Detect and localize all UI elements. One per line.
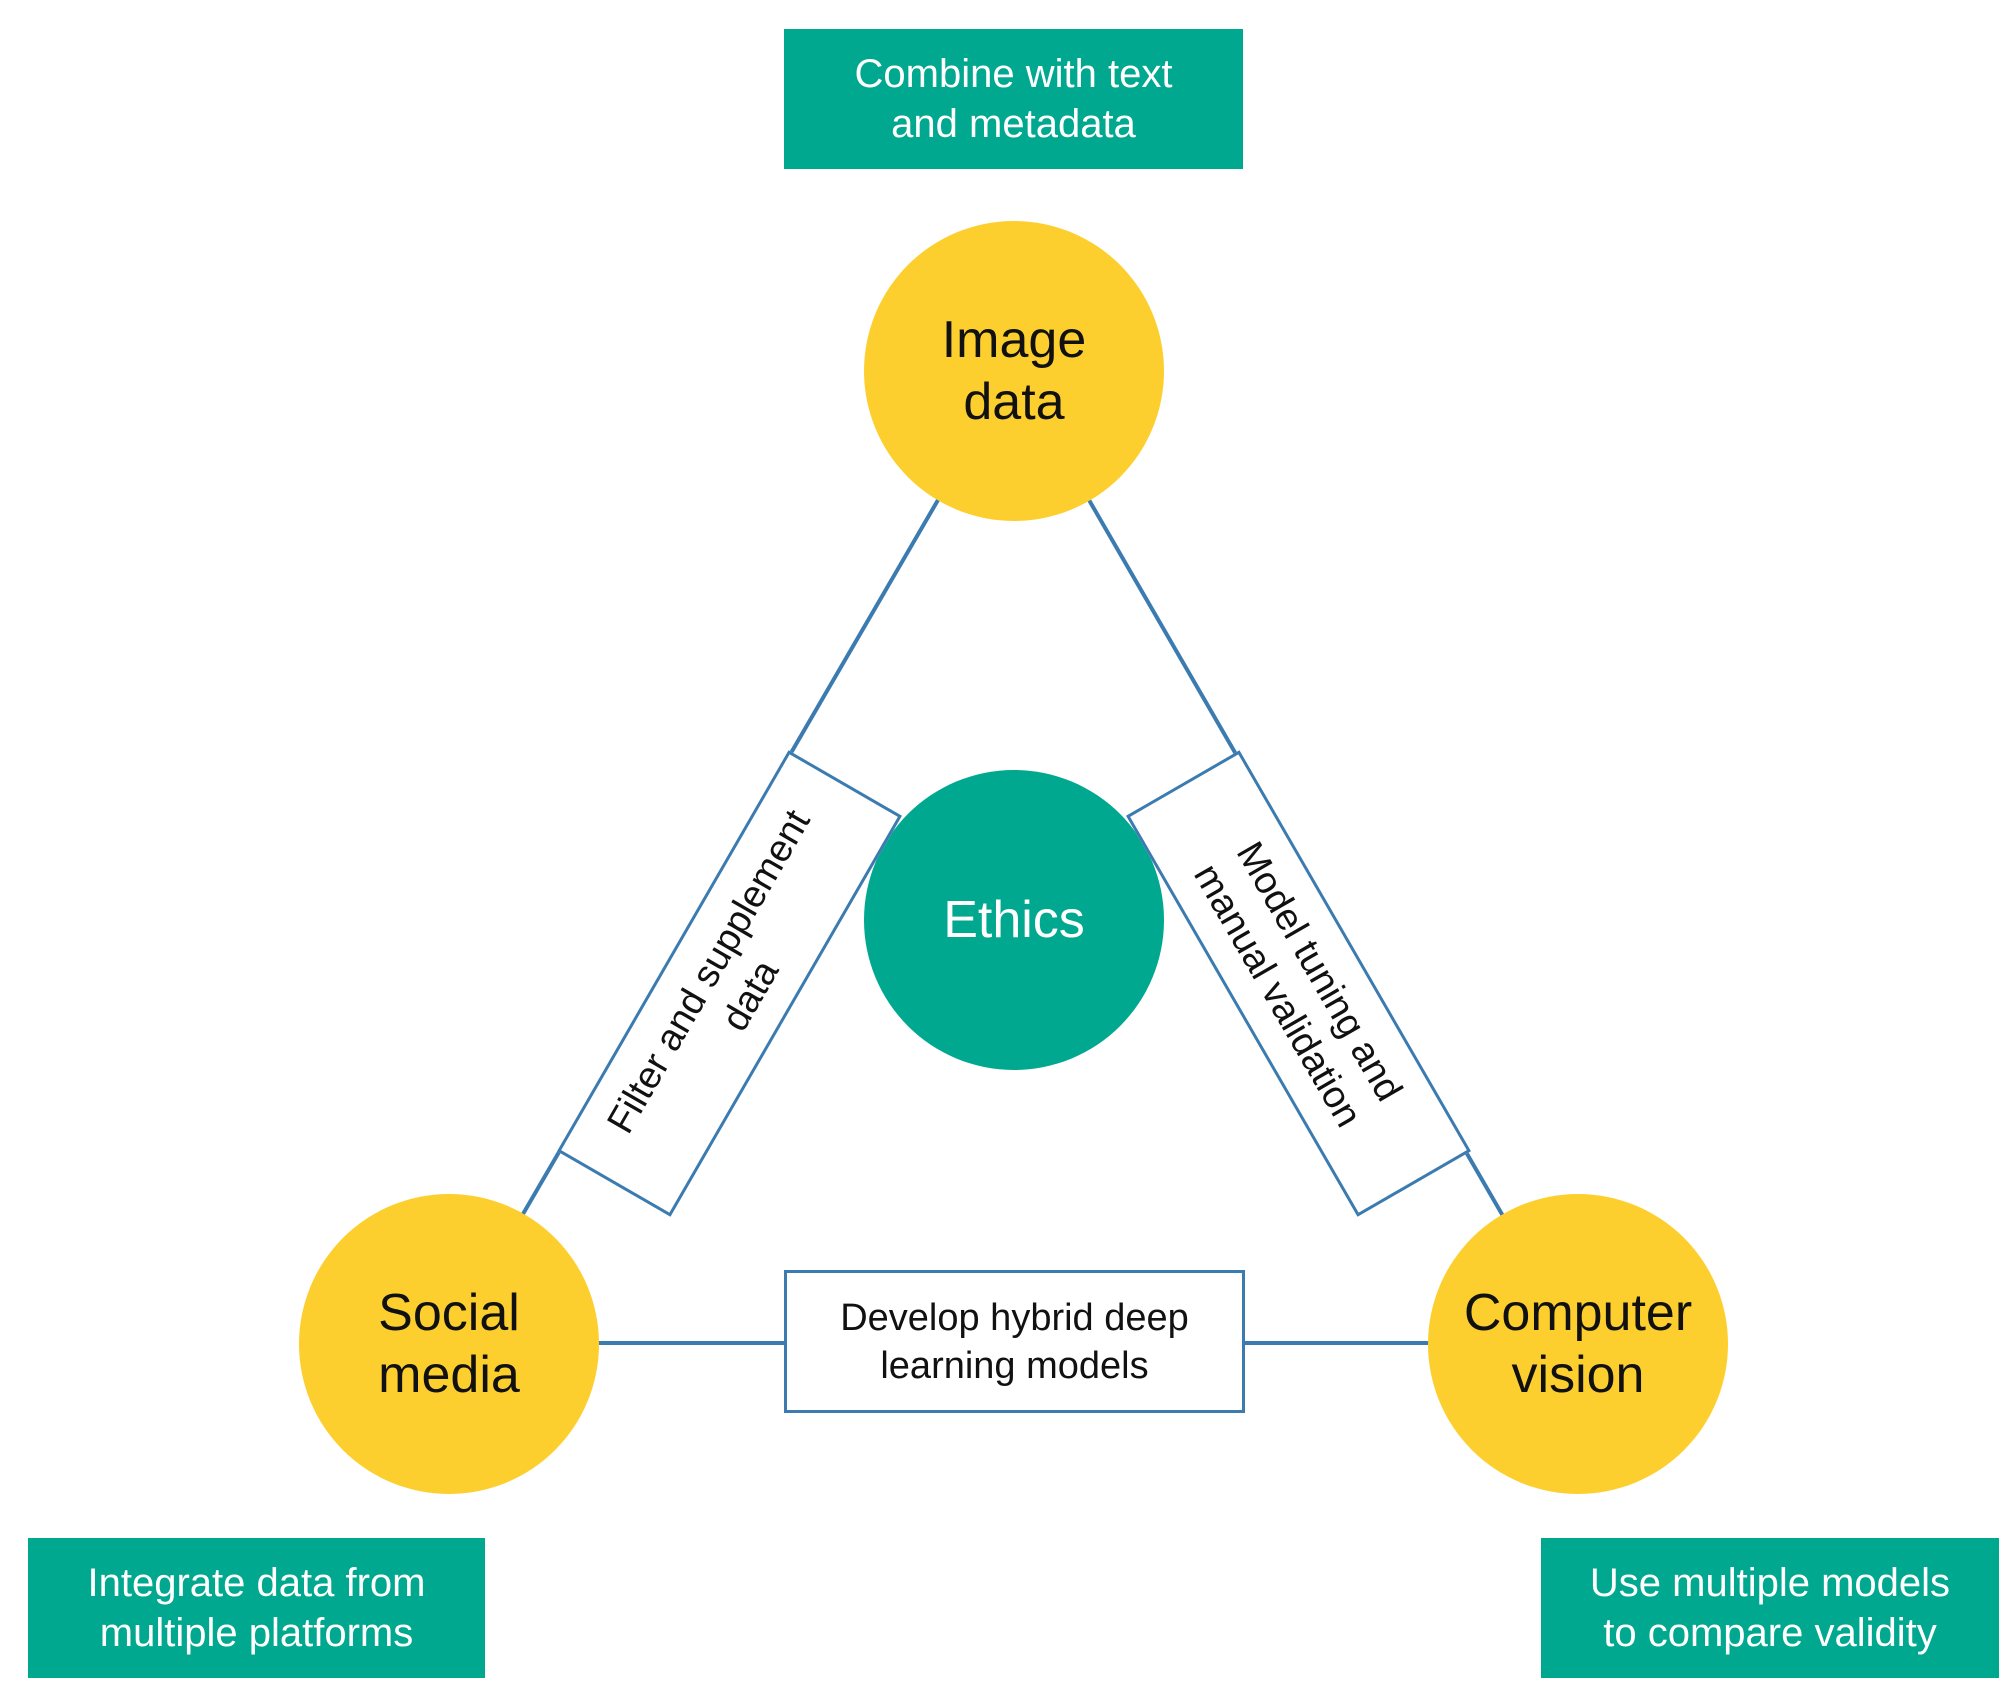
node-computer-vision-line2: vision — [1511, 1346, 1645, 1404]
bottom-right-note-box: Use multiple models to compare validity — [1541, 1538, 1999, 1678]
edge-label-bottom-line2: learning models — [880, 1344, 1149, 1387]
node-social-media-line2: media — [378, 1346, 520, 1404]
edge-label-bottom: Develop hybrid deep learning models — [784, 1270, 1245, 1413]
node-social-media-line1: Social — [378, 1284, 520, 1342]
node-social-media: Social media — [299, 1194, 599, 1494]
node-ethics: Ethics — [864, 770, 1164, 1070]
bottom-right-note-line1: Use multiple models — [1589, 1561, 1951, 1605]
bottom-left-note-line2: multiple platforms — [99, 1611, 414, 1655]
edge-label-bottom-line1: Develop hybrid deep — [840, 1296, 1189, 1339]
node-image-data: Image data — [864, 221, 1164, 521]
node-ethics-label: Ethics — [943, 891, 1085, 949]
bottom-right-note-line2: to compare validity — [1603, 1611, 1937, 1655]
top-note-line2: and metadata — [891, 102, 1136, 146]
bottom-left-note-box: Integrate data from multiple platforms — [28, 1538, 485, 1678]
node-computer-vision-line1: Computer — [1463, 1284, 1693, 1342]
node-image-data-line1: Image — [941, 311, 1087, 369]
node-image-data-line2: data — [963, 373, 1065, 431]
top-note-line1: Combine with text — [854, 52, 1173, 96]
node-computer-vision: Computer vision — [1428, 1194, 1728, 1494]
bottom-left-note-line1: Integrate data from — [87, 1561, 426, 1605]
top-note-box: Combine with text and metadata — [784, 29, 1243, 169]
